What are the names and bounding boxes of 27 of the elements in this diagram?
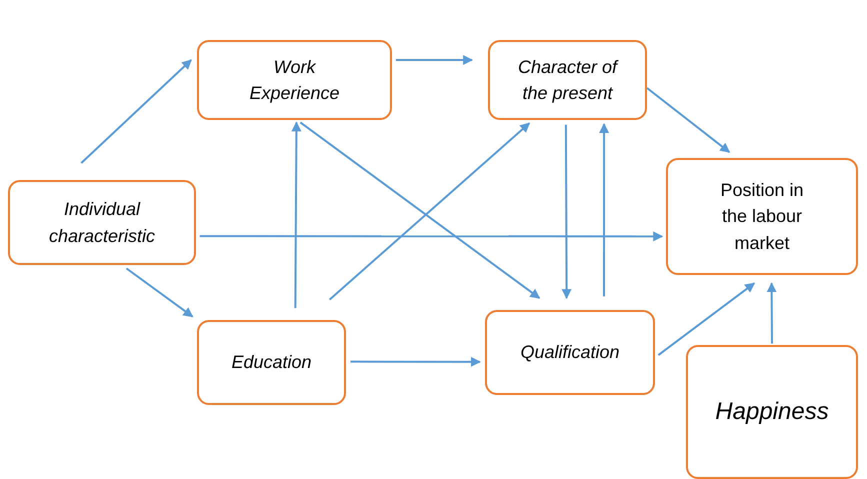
arrow — [766, 282, 777, 344]
process-box — [197, 320, 346, 405]
box-label: Education — [231, 351, 312, 374]
arrow — [646, 87, 730, 153]
process-box — [666, 158, 858, 275]
box-label: Qualification — [519, 341, 621, 364]
arrow — [126, 268, 194, 318]
arrow — [396, 55, 474, 65]
arrow — [291, 121, 302, 308]
process-box — [488, 40, 647, 120]
box-label: Work Experience — [248, 56, 341, 105]
process-box — [197, 40, 392, 120]
box-label: Happiness — [715, 396, 829, 427]
arrow — [300, 122, 540, 299]
arrow — [658, 282, 756, 356]
box-label: Character of the present — [516, 56, 620, 105]
box-label: Individual characteristic — [48, 198, 156, 248]
box-label: Position in the labour market — [719, 179, 805, 255]
arrow — [80, 59, 192, 164]
process-box — [8, 180, 196, 265]
process-box — [686, 345, 858, 479]
arrow — [328, 122, 530, 300]
arrow — [200, 231, 664, 242]
arrow — [599, 123, 610, 296]
arrow — [562, 124, 572, 300]
arrow — [350, 356, 481, 367]
process-box — [485, 310, 655, 395]
